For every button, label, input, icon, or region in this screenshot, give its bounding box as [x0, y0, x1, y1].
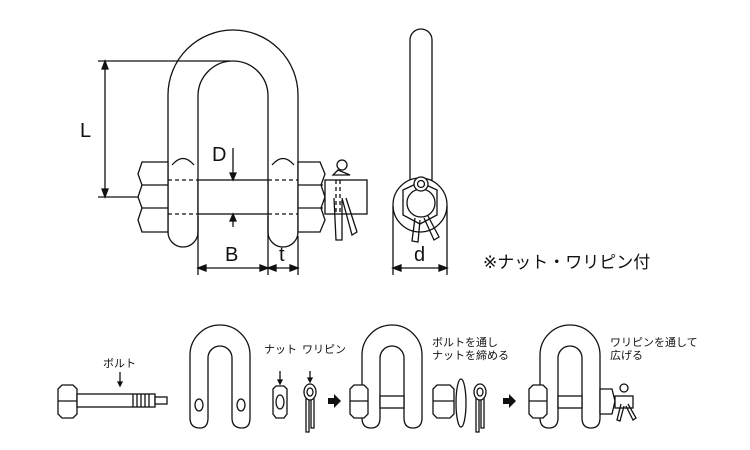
shackle-front-view	[98, 29, 368, 275]
step2-line2: ナットを締める	[432, 349, 509, 362]
step3-line1: ワリピンを通して	[610, 336, 698, 349]
bolt-label: ボルト	[103, 357, 136, 370]
arrow-icon	[328, 394, 341, 408]
shackle-side-view	[391, 28, 449, 275]
dimension-label-t: t	[279, 244, 285, 266]
dimension-label-B: B	[225, 244, 239, 266]
cotter-pin-label: ワリピン	[302, 343, 346, 356]
nut-part	[272, 371, 288, 419]
nut-label: ナット	[264, 343, 297, 356]
dimension-label-D: D	[212, 144, 227, 166]
arrow-icon	[503, 394, 516, 408]
dimension-label-d: d	[414, 244, 426, 266]
step2-label: ボルトを通し ナットを締める	[432, 336, 509, 362]
assembly-step-2	[349, 324, 487, 433]
open-shackle-part	[189, 324, 251, 429]
dimension-label-L: L	[80, 120, 92, 142]
bolt-part	[57, 372, 168, 419]
cotter-pin-part	[303, 371, 317, 433]
step3-line2: 広げる	[610, 349, 643, 362]
accessories-note: ※ナット・ワリピン付	[483, 253, 651, 273]
step3-label: ワリピンを通して 広げる	[610, 336, 698, 362]
assembly-step-3	[528, 324, 637, 429]
step2-line1: ボルトを通し	[432, 336, 498, 349]
